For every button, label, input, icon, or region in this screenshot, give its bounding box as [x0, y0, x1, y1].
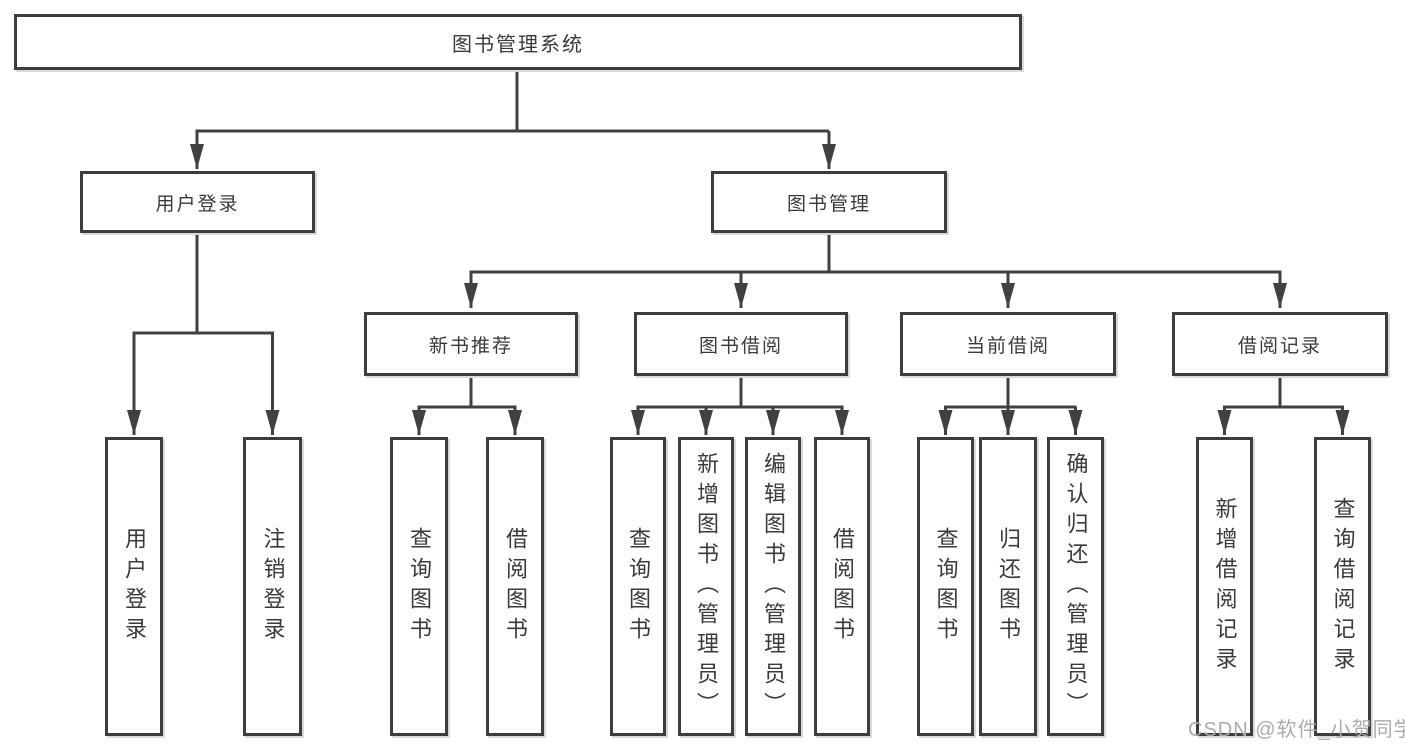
leaf-borrow-books-recommend-label: 借阅图书: [503, 526, 528, 647]
node-current-borrow: 当前借阅: [900, 312, 1116, 376]
leaf-edit-books-admin: 编辑图书（管理员）: [745, 437, 801, 736]
leaf-add-borrow-record: 新增借阅记录: [1196, 437, 1253, 736]
edge-user-login-trunk: [132, 233, 274, 335]
node-current-borrow-label: 当前借阅: [965, 335, 1050, 357]
leaf-query-books-borrow-label: 查询图书: [626, 526, 651, 647]
leaf-confirm-return-admin-label: 确认归还（管理员）: [1063, 451, 1089, 722]
edge-current-borrow-trunk: [944, 376, 1077, 409]
node-borrow-records-label: 借阅记录: [1237, 335, 1322, 357]
leaf-query-books-current: 查询图书: [917, 437, 974, 736]
node-new-book-recommend-label: 新书推荐: [428, 335, 513, 357]
leaf-return-books: 归还图书: [979, 437, 1037, 736]
node-book-borrow: 图书借阅: [634, 312, 848, 376]
node-root-system: 图书管理系统: [14, 14, 1022, 70]
leaf-add-books-admin: 新增图书（管理员）: [678, 437, 734, 736]
leaf-add-borrow-record-label: 新增借阅记录: [1212, 496, 1238, 677]
leaf-edit-books-admin-label: 编辑图书（管理员）: [761, 451, 786, 722]
edge-borrow-records-trunk: [1223, 376, 1344, 409]
leaf-return-books-label: 归还图书: [996, 526, 1021, 647]
leaf-borrow-books-label: 借阅图书: [830, 526, 855, 647]
leaf-confirm-return-admin: 确认归还（管理员）: [1047, 437, 1104, 736]
node-book-management-label: 图书管理: [786, 193, 871, 215]
leaf-logout-label: 注销登录: [260, 526, 286, 647]
leaf-query-books-recommend: 查询图书: [390, 437, 448, 736]
edge-new-book-rec-trunk: [417, 376, 517, 409]
leaf-user-login: 用户登录: [105, 437, 163, 736]
leaf-logout: 注销登录: [243, 437, 302, 736]
leaf-user-login-label: 用户登录: [122, 526, 147, 647]
node-book-borrow-label: 图书借阅: [698, 335, 783, 357]
node-user-login-label: 用户登录: [155, 193, 240, 215]
node-new-book-recommend: 新书推荐: [364, 312, 578, 376]
leaf-query-borrow-record-label: 查询借阅记录: [1330, 496, 1356, 677]
node-borrow-records: 借阅记录: [1172, 312, 1388, 376]
edge-root-trunk: [195, 70, 829, 133]
node-book-management: 图书管理: [711, 171, 947, 233]
edge-book-mgmt-trunk: [469, 233, 1282, 274]
leaf-add-books-admin-label: 新增图书（管理员）: [694, 451, 719, 722]
csdn-watermark: CSDN @软件_小贺同学: [1188, 719, 1405, 741]
leaf-query-borrow-record: 查询借阅记录: [1314, 437, 1371, 736]
leaf-query-books-current-label: 查询图书: [933, 526, 959, 647]
leaf-query-books-borrow: 查询图书: [610, 437, 666, 736]
leaf-borrow-books-recommend: 借阅图书: [486, 437, 544, 736]
node-root-system-label: 图书管理系统: [452, 33, 584, 56]
leaf-query-books-recommend-label: 查询图书: [407, 526, 432, 647]
node-user-login: 用户登录: [80, 171, 315, 233]
leaf-borrow-books: 借阅图书: [814, 437, 870, 736]
edge-book-borrow-trunk: [636, 376, 844, 409]
